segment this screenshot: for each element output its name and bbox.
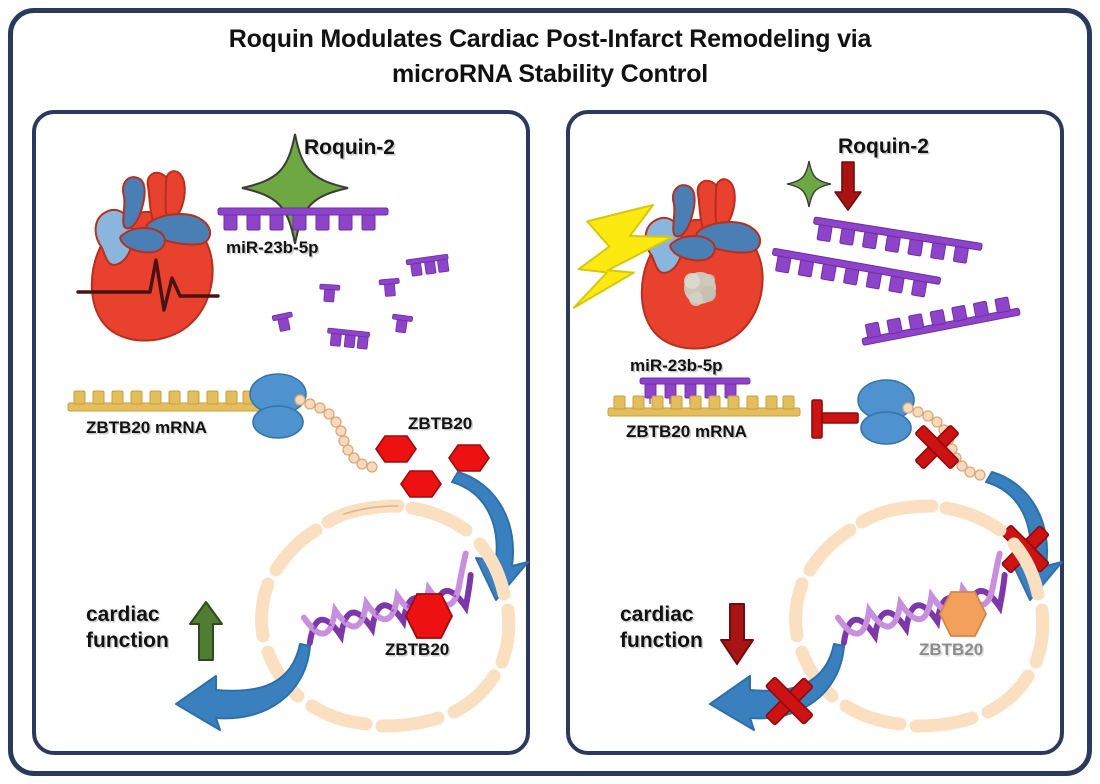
mrna-label-left: ZBTB20 mRNA: [86, 418, 207, 437]
mrna-strand-icon: [607, 395, 801, 417]
mirna-bound-strand-icon: [639, 377, 751, 404]
t-bar-inhibition-icon: [811, 399, 859, 439]
nucleus-icon: [789, 499, 1050, 733]
cardiac-line-2: function: [620, 629, 703, 653]
mrna-strand-icon: [67, 390, 261, 412]
mirna-label-left: miR-23b-5p: [226, 238, 319, 257]
title-line-2: microRNA Stability Control: [391, 59, 709, 88]
figure-title: Roquin Modulates Cardiac Post-Infarct Re…: [60, 22, 1040, 91]
zbtb20-label-cytoplasm-left: ZBTB20: [408, 414, 473, 433]
zbtb20-hexagon-nucleus-icon: [938, 591, 988, 637]
roquin-star-icon: [241, 133, 349, 245]
mirna-strand-icon: [813, 216, 983, 264]
mrna-label-right: ZBTB20 mRNA: [626, 422, 747, 441]
mirna-strand-icon: [772, 247, 942, 298]
ribosome-icon: [249, 373, 307, 439]
roquin-star-icon: [786, 160, 832, 208]
roquin-label-left: Roquin-2: [304, 136, 395, 159]
heart-icon: [76, 170, 220, 342]
down-arrow-icon: [834, 161, 862, 211]
nucleus-icon: [255, 499, 516, 733]
peptide-chain-icon: [294, 394, 378, 473]
curved-arrow-icon: [451, 471, 529, 601]
cardiac-line-1: cardiac: [86, 603, 160, 626]
infarct-scar-icon: [684, 272, 716, 306]
dna-helix-icon: [300, 550, 474, 646]
roquin-label-right: Roquin-2: [838, 135, 929, 158]
dna-helix-icon: [834, 550, 1008, 646]
output-arrow-icon: [175, 643, 311, 731]
mirna-fragment-icon: [271, 253, 450, 350]
cardiac-function-label-left: cardiac function: [86, 602, 169, 655]
zbtb20-label-nucleus-left: ZBTB20: [385, 640, 450, 659]
up-arrow-icon: [189, 601, 223, 661]
mirna-strand-icon: [217, 207, 389, 231]
cardiac-function-label-right: cardiac function: [620, 602, 703, 655]
cardiac-line-2: function: [86, 629, 169, 653]
zbtb20-hexagon-icon: [375, 435, 490, 498]
zbtb20-label-nucleus-right: ZBTB20: [919, 640, 984, 659]
output-arrow-icon: [709, 643, 845, 731]
zbtb20-hexagon-nucleus-icon: [404, 593, 454, 639]
red-x-icon: [765, 676, 814, 726]
ribosome-icon: [857, 379, 915, 445]
red-x-icon: [915, 425, 959, 469]
mirna-strand-icon: [861, 296, 1021, 346]
lightning-bolt-icon: [572, 203, 674, 309]
title-line-1: Roquin Modulates Cardiac Post-Infarct Re…: [228, 25, 872, 53]
cardiac-line-1: cardiac: [620, 603, 694, 626]
mirna-label-right: miR-23b-5p: [630, 356, 723, 375]
down-arrow-icon: [720, 603, 754, 665]
heart-icon: [640, 178, 764, 350]
